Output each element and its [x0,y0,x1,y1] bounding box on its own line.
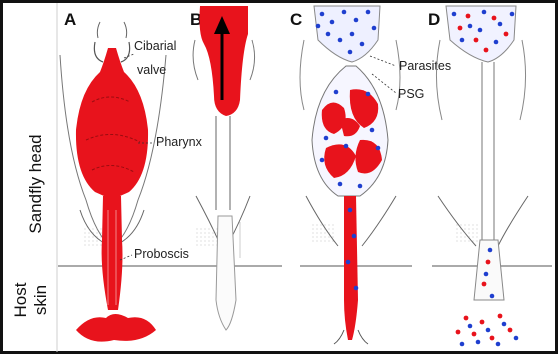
proboscis-label: Proboscis [134,247,189,261]
panel-c-letter: C [290,10,302,29]
pharynx-label: Pharynx [156,135,203,149]
panel-c: C Parasites PSG [290,6,451,344]
panel-d: D [428,6,528,346]
cibarial-valve-label-line1: Cibarial [134,39,176,53]
panel-a-stipple [84,228,104,246]
panel-a-letter: A [64,10,76,29]
panel-c-stipple [312,224,334,244]
panel-d-stipple [456,224,478,244]
host-skin-label-line1: Host [11,282,30,317]
psg-leader [372,74,396,93]
panel-a-proboscis-blood [102,196,123,310]
panel-d-labrum-outline [438,196,528,246]
panel-d-pharynx-tube [482,62,494,240]
parasites-label: Parasites [399,59,451,73]
parasites-leader [370,56,396,66]
panel-a-cibarium-outline [97,22,126,38]
panel-b-proboscis-empty [216,216,236,330]
panel-b: B [190,6,255,330]
cibarial-valve-label-line2: valve [137,63,166,77]
panel-c-proboscis-blood [344,196,358,340]
panel-a-skin-blood-pool [76,314,156,342]
host-skin-label-line2: skin [31,285,50,315]
panel-b-pharynx-tube [216,116,230,210]
panel-a: A Cibarial valve Pharynx Proboscis [60,10,203,342]
panel-d-letter: D [428,10,440,29]
sandfly-head-label: Sandfly head [26,134,45,233]
panel-b-stipple [196,226,218,246]
psg-label: PSG [398,87,424,101]
